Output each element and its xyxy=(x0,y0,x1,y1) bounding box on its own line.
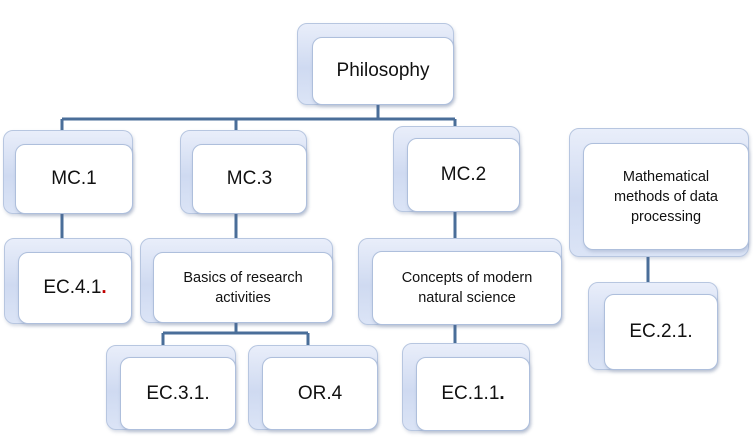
node-or4: OR.4 xyxy=(248,345,378,430)
node-ec31-label: EC.3.1. xyxy=(146,382,210,404)
node-mathematical-methods: Mathematical methods of data processing xyxy=(569,128,749,257)
node-ec11-label: EC.1.1. xyxy=(441,383,505,404)
node-ec41: EC.4.1. xyxy=(4,238,132,324)
black-dot-mark: . xyxy=(499,383,505,404)
node-basics-research: Basics of research activities xyxy=(140,238,333,323)
node-or4-label: OR.4 xyxy=(297,382,343,404)
node-mc2: MC.2 xyxy=(393,126,520,212)
node-ec11: EC.1.1. xyxy=(402,343,530,431)
node-mathematical-methods-label: Mathematical methods of data processing xyxy=(614,168,718,225)
node-mc2-label: MC.2 xyxy=(440,164,487,185)
node-ec21: EC.2.1. xyxy=(588,282,718,370)
node-philosophy-label: Philosophy xyxy=(336,60,430,81)
node-concepts-label: Concepts of modern natural science xyxy=(401,270,533,306)
node-basics-research-label: Basics of research activities xyxy=(183,269,303,306)
node-concepts: Concepts of modern natural science xyxy=(358,238,562,325)
red-dot-mark: . xyxy=(101,277,107,298)
node-mc1-label: MC.1 xyxy=(51,168,97,189)
node-mc3-label: MC.3 xyxy=(226,168,273,189)
node-ec31: EC.3.1. xyxy=(106,345,236,430)
node-mc1: MC.1 xyxy=(3,130,133,214)
node-ec41-label: EC.4.1. xyxy=(43,277,107,298)
node-ec21-label: EC.2.1. xyxy=(629,321,693,342)
node-philosophy: Philosophy xyxy=(297,23,454,105)
node-mc3: MC.3 xyxy=(180,130,307,214)
